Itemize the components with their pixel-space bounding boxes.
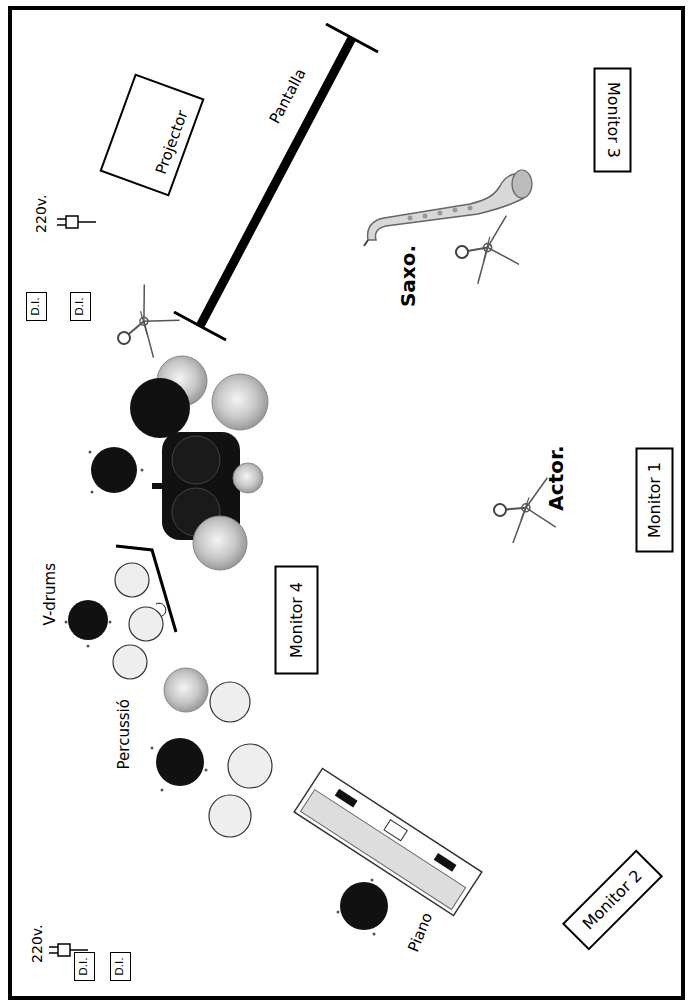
di-box: D.I. bbox=[110, 952, 131, 981]
position-label: Saxo. bbox=[397, 245, 419, 307]
node-text: D.I. bbox=[74, 297, 86, 316]
node-text: D.I. bbox=[114, 957, 126, 976]
node-text: Projector bbox=[152, 108, 190, 176]
position-label: Percussió bbox=[116, 699, 133, 769]
screen-bar bbox=[174, 24, 378, 340]
position-label: V-drums bbox=[42, 563, 59, 625]
monitor-box: Monitor 1 bbox=[635, 448, 673, 553]
node-text: Monitor 3 bbox=[603, 82, 621, 158]
saxophone bbox=[364, 170, 532, 246]
position-label: Actor. bbox=[545, 445, 567, 510]
power-label: 220v. bbox=[34, 195, 49, 233]
monitor-box: Monitor 3 bbox=[593, 68, 631, 173]
di-box: D.I. bbox=[26, 292, 47, 321]
monitor-box: Monitor 4 bbox=[274, 566, 318, 675]
node-text: D.I. bbox=[78, 957, 90, 976]
power-plug bbox=[57, 216, 96, 228]
keyboard-amp bbox=[337, 879, 389, 936]
di-box: D.I. bbox=[70, 292, 91, 321]
power-label: 220v. bbox=[30, 925, 45, 963]
monitor-box: Monitor 2 bbox=[561, 849, 662, 950]
keyboard bbox=[294, 768, 482, 915]
mic-stand bbox=[101, 282, 187, 368]
di-box: D.I. bbox=[74, 952, 95, 981]
node-text: D.I. bbox=[30, 297, 42, 316]
frame bbox=[10, 8, 683, 998]
percussion bbox=[151, 668, 273, 837]
node-text: Monitor 2 bbox=[579, 867, 645, 933]
position-label: Piano bbox=[405, 910, 436, 954]
projector-box: Projector bbox=[99, 73, 204, 196]
node-text: Monitor 4 bbox=[287, 582, 305, 658]
screen-label: Pantalla bbox=[267, 66, 310, 126]
v-drums bbox=[65, 546, 177, 679]
mic-stand bbox=[451, 215, 521, 286]
drum-kit bbox=[89, 356, 269, 570]
node-text: Monitor 1 bbox=[645, 462, 663, 538]
